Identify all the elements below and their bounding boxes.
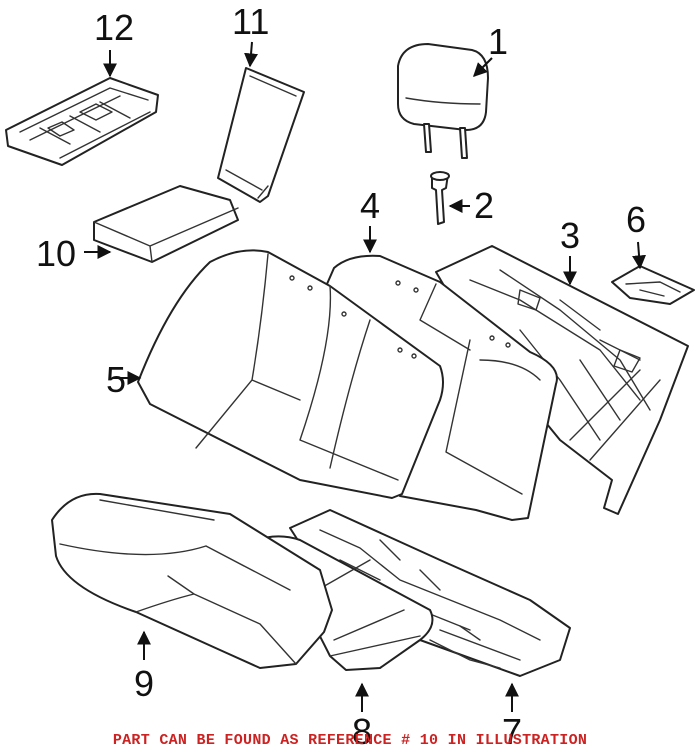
footer-note: PART CAN BE FOUND AS REFERENCE # 10 IN I… (112, 732, 588, 749)
callout-1: 1 (488, 21, 508, 62)
part-9-seat-cushion-left (51, 492, 333, 669)
callout-numbers: 12 11 1 2 4 3 6 10 5 9 8 7 (36, 1, 646, 752)
callout-7: 7 (502, 711, 522, 752)
callout-2: 2 (474, 185, 494, 226)
callout-11: 11 (232, 1, 269, 42)
callout-6: 6 (626, 199, 646, 240)
leader-1 (473, 57, 493, 77)
leader-lines (84, 41, 647, 712)
part-10-armrest (93, 185, 239, 263)
part-11-panel (217, 67, 305, 203)
callout-12: 12 (94, 7, 134, 48)
callout-9: 9 (134, 663, 154, 704)
part-2-guide (430, 171, 450, 225)
callout-3: 3 (560, 215, 580, 256)
callout-8: 8 (352, 711, 372, 752)
callout-5: 5 (106, 359, 126, 400)
part-5-backrest-left (137, 249, 444, 499)
leader-11 (244, 41, 259, 68)
callout-4: 4 (360, 185, 380, 226)
part-6-bracket (611, 265, 695, 305)
part-1-headrest (397, 43, 489, 159)
leader-6 (632, 241, 647, 270)
callout-10: 10 (36, 233, 76, 274)
part-12-armrest-frame (5, 77, 159, 166)
